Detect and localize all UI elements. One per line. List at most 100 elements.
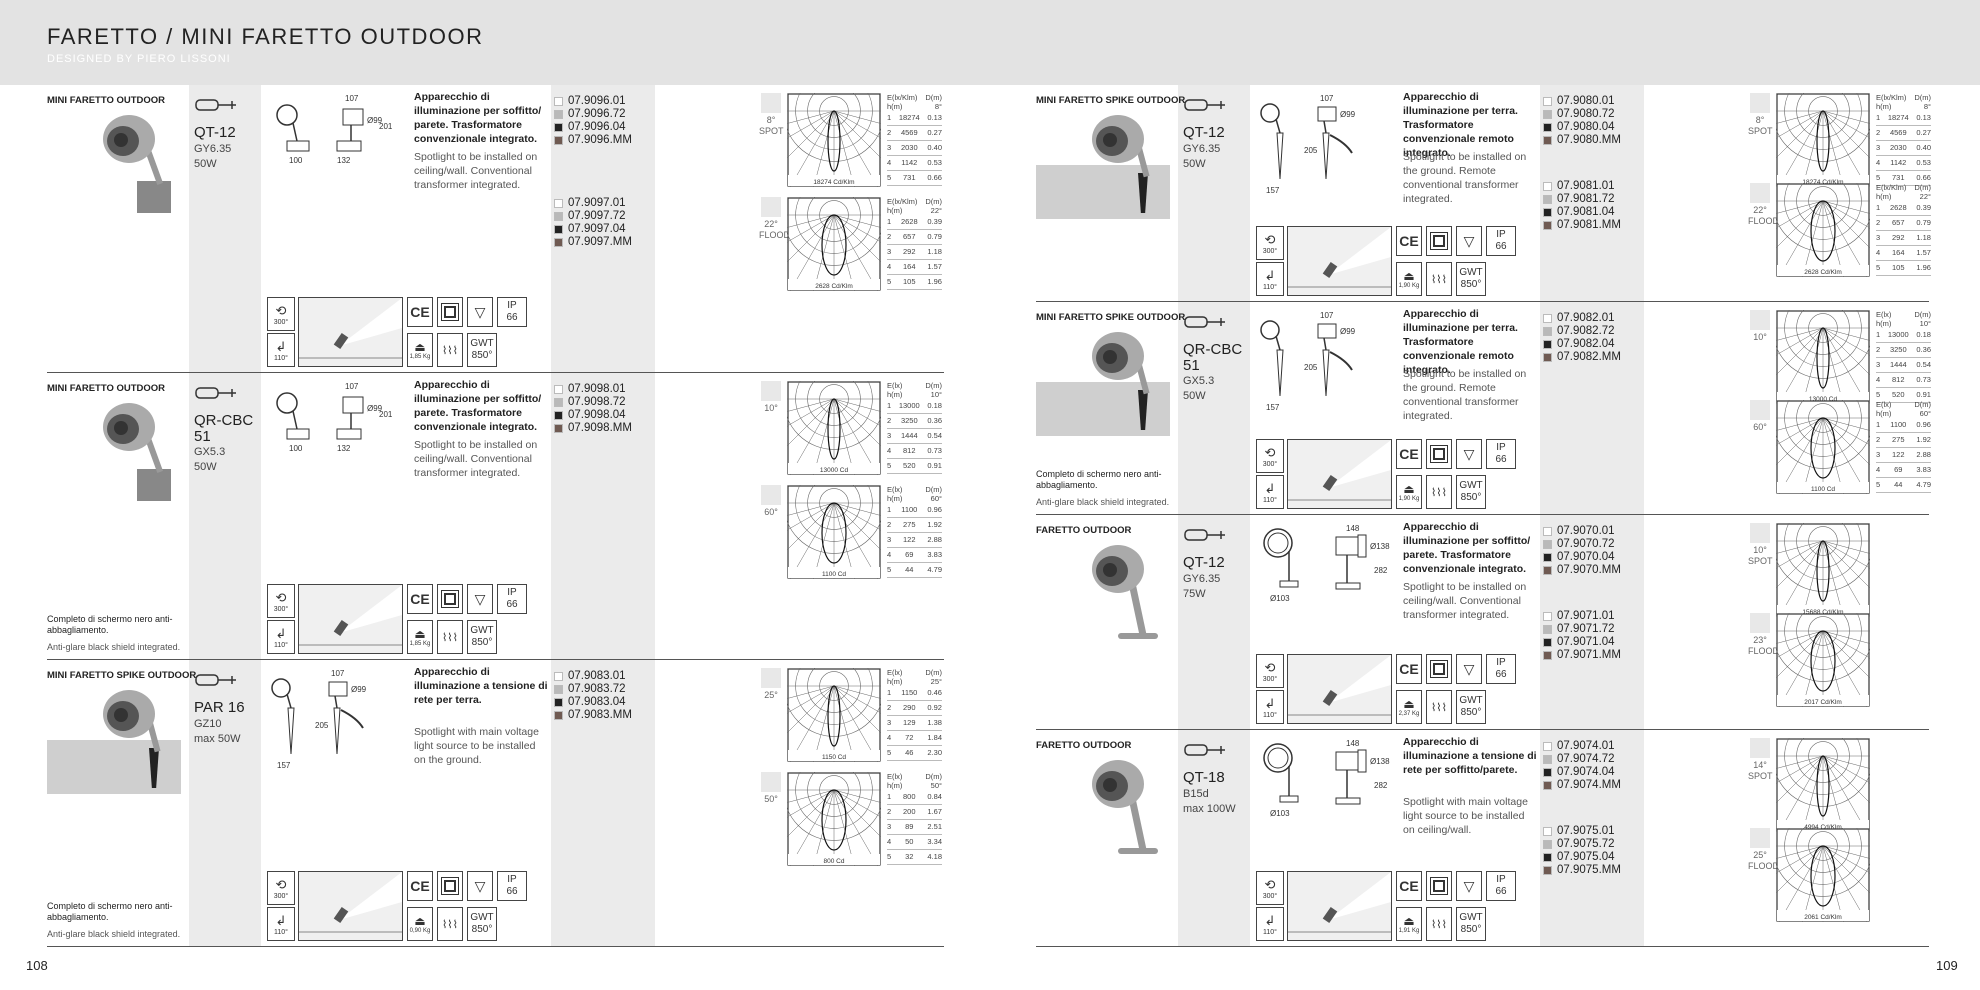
dimension-label: 107 — [1320, 94, 1334, 103]
rotate-arrow-icon: ⟲ — [275, 876, 287, 892]
intensity-curve — [1816, 755, 1830, 817]
product-code: 07.9070.72 — [1557, 538, 1615, 550]
polar-ray — [1776, 845, 1824, 874]
intensity-curve — [827, 398, 841, 460]
beam-angle: 25° — [1753, 850, 1767, 860]
beam-marker-icon — [761, 772, 781, 792]
product-code-row: 07.9070.MM — [1543, 564, 1643, 577]
intensity-curve — [1810, 845, 1836, 907]
table-header-cell: h(m) — [887, 677, 903, 686]
double-insulation-icon — [437, 871, 463, 901]
table-header: E(lx/Klm)D(m) — [887, 93, 942, 102]
table-subheader: h(m)10° — [1876, 319, 1931, 328]
beam-marker-icon — [1750, 310, 1770, 330]
product-code: 07.9082.04 — [1557, 338, 1615, 350]
lamp-column-band — [1178, 515, 1250, 730]
dimension-label: 132 — [337, 156, 351, 165]
table-subheader: h(m)8° — [887, 102, 942, 111]
caption-bg — [788, 854, 880, 865]
finish-swatch — [1543, 182, 1552, 191]
side-stem — [334, 695, 338, 709]
triangle-icon: ▽ — [1463, 877, 1475, 894]
light-beam-icon — [299, 872, 402, 933]
beam-marker-icon — [1750, 523, 1770, 543]
table-header-cell: E(lx/Klm) — [1876, 183, 1907, 192]
catalog-header: FARETTO / MINI FARETTO OUTDOOR DESIGNED … — [0, 0, 1980, 85]
polar-ray — [787, 789, 835, 838]
polar-ray — [1822, 417, 1870, 466]
polar-ray — [1776, 200, 1824, 229]
tilt-icon: ↲110° — [267, 333, 295, 367]
ip-value: 66 — [1495, 669, 1507, 680]
caption-bg — [1777, 605, 1869, 616]
table-cell: 2 — [1876, 345, 1881, 354]
beam-illustration — [1287, 439, 1392, 509]
side-lens — [1357, 534, 1367, 558]
polar-ray — [1822, 540, 1870, 569]
description-english: Spotlight to be installed on ceiling/wal… — [1403, 581, 1527, 621]
product-name: MINI FARETTO SPIKE OUTDOOR — [47, 670, 197, 681]
polar-ray — [833, 789, 855, 866]
polar-ray — [1822, 630, 1870, 659]
table-cell: 50 — [905, 837, 914, 846]
side-head — [1317, 323, 1337, 339]
ce-mark-icon: CE — [407, 297, 433, 327]
table-cell: 2 — [887, 520, 892, 529]
beam-illustration — [298, 584, 403, 654]
beam-angle: 22° — [1753, 205, 1767, 215]
table-header-cell: D(m) — [925, 197, 942, 206]
caption-bg — [1777, 175, 1869, 186]
polar-ray — [1776, 200, 1824, 249]
bulb-icon — [1184, 316, 1225, 328]
wave-icon: ⌇⌇⌇ — [441, 344, 459, 357]
product-code-row: 07.9083.04 — [554, 696, 654, 709]
polar-ray — [1776, 540, 1824, 554]
weight-value: 1,90 Kg — [1398, 496, 1420, 502]
product-code: 07.9071.MM — [1557, 649, 1621, 661]
description-english: Spotlight with main voltage light source… — [414, 726, 539, 766]
polar-diagram: 18274 Cd/Klm — [787, 93, 881, 187]
table-cell: 0.39 — [1916, 203, 1931, 212]
table-cell: 3.34 — [927, 837, 942, 846]
front-stem — [1275, 335, 1281, 351]
table-header-cell: D(m) — [1914, 400, 1931, 409]
finish-swatch — [1543, 638, 1552, 647]
finish-swatch — [1543, 553, 1552, 562]
beam-angle: 10° — [1753, 332, 1767, 342]
product-code: 07.9074.01 — [1557, 740, 1615, 752]
front-view — [1260, 103, 1280, 123]
ce-mark-icon: CE — [1396, 871, 1422, 901]
product-code: 07.9082.MM — [1557, 351, 1621, 363]
polar-ray — [1802, 845, 1824, 922]
table-cell: 3250 — [900, 416, 918, 425]
weight-value: 1,85 Kg — [409, 641, 431, 647]
triangle-icon: ▽ — [1463, 445, 1475, 462]
product-code-row: 07.9070.72 — [1543, 538, 1643, 551]
lamp-wattage: 50W — [1183, 158, 1206, 170]
table-cell: 4 — [887, 262, 892, 271]
front-stem — [286, 693, 292, 709]
table-cell: 18274 — [898, 113, 920, 122]
finish-swatch — [554, 711, 563, 720]
table-cell: 0.92 — [927, 703, 942, 712]
polar-ray — [813, 685, 835, 762]
polar-ray — [833, 214, 881, 228]
beam-angle: 10° — [1753, 545, 1767, 555]
ip-value: 66 — [506, 599, 518, 610]
arm — [1135, 363, 1150, 395]
table-cell: 292 — [1892, 233, 1905, 242]
product-name: MINI FARETTO OUTDOOR — [47, 383, 166, 394]
transformer-icon: ⌇⌇⌇ — [1426, 907, 1452, 941]
product-code: 07.9096.MM — [568, 134, 632, 146]
wave-icon: ⌇⌇⌇ — [1430, 486, 1448, 499]
front-view — [1263, 743, 1293, 773]
technical-drawing: 107Ø99205475157 — [1256, 310, 1356, 412]
beam-angle-label: 14°SPOT — [1748, 738, 1773, 782]
dimension-label: Ø138 — [1370, 757, 1390, 766]
